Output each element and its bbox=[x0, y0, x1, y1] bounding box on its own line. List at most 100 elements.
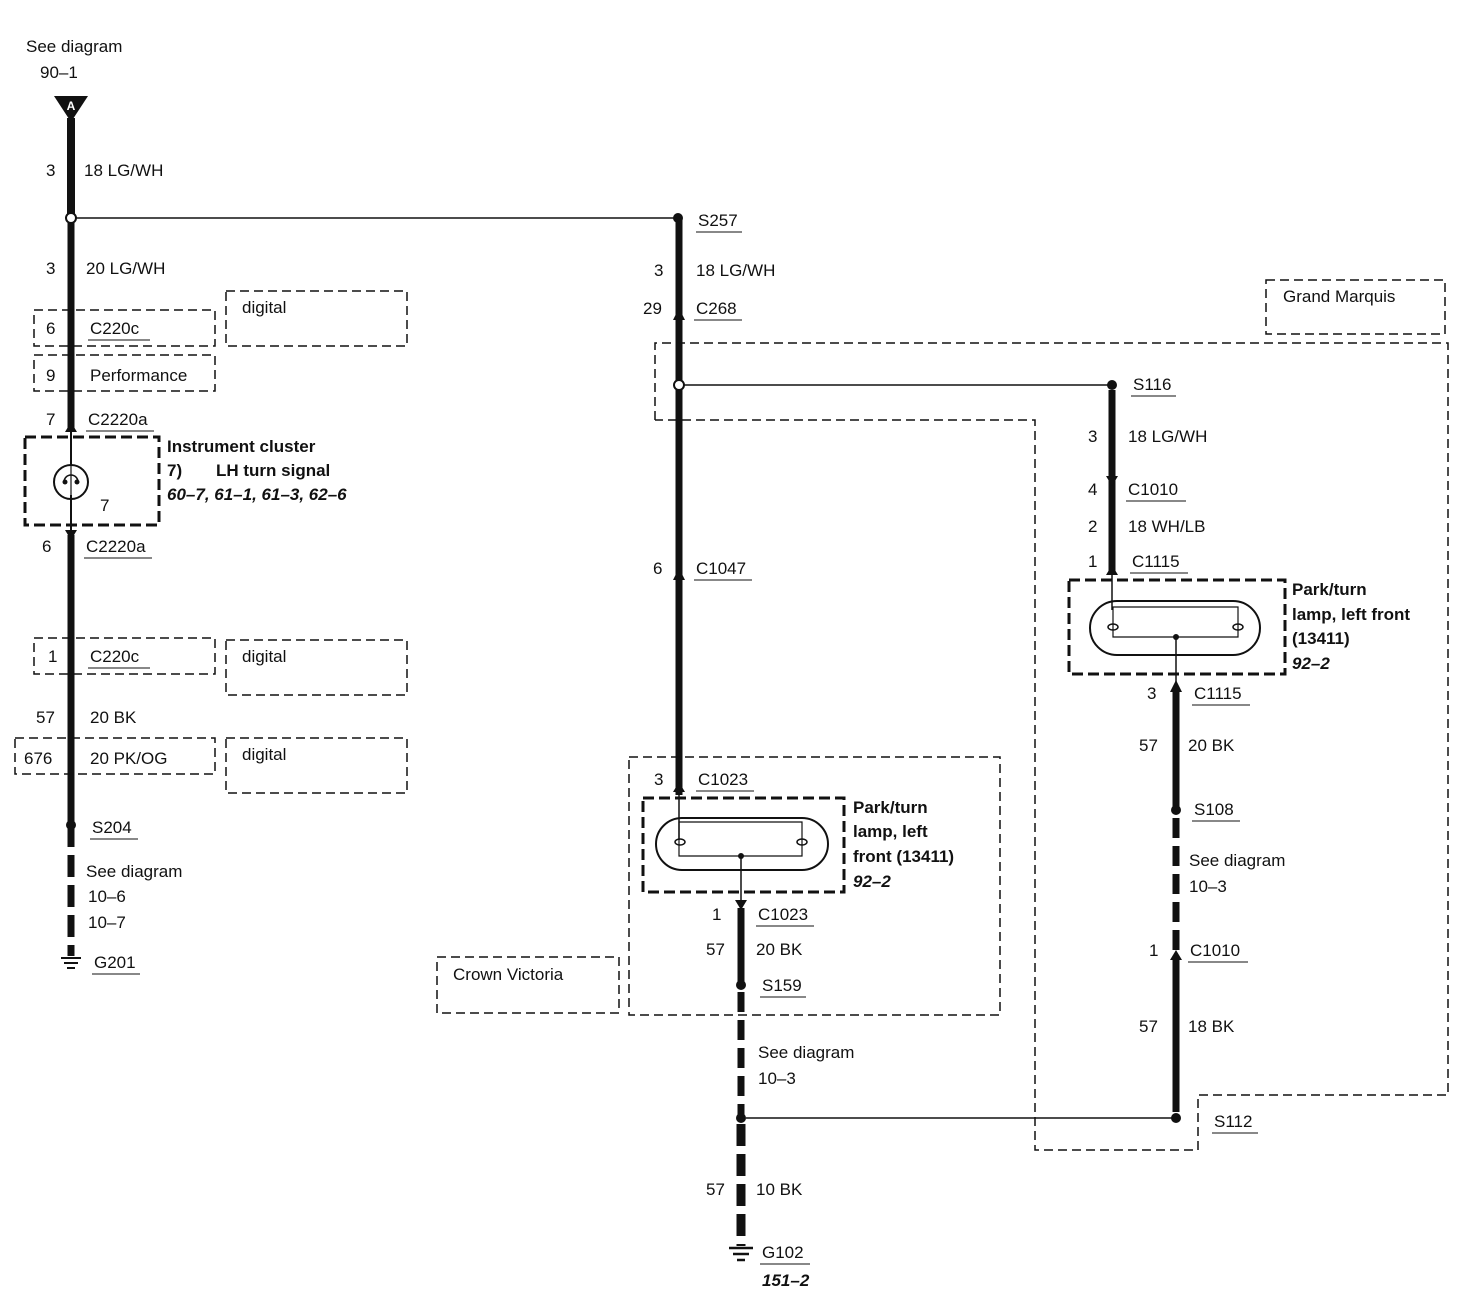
splice-s108: S108 bbox=[1194, 800, 1234, 819]
pin-7-left: 7 bbox=[46, 410, 55, 429]
crown-victoria-label: Crown Victoria bbox=[453, 965, 564, 984]
lamp-label-right-2: lamp, left front bbox=[1292, 605, 1410, 624]
ground-g102-ref: 151–2 bbox=[762, 1271, 810, 1290]
cluster-function: LH turn signal bbox=[216, 461, 330, 480]
pin-57-middle: 57 bbox=[706, 940, 725, 959]
ground-icon-g102 bbox=[729, 1246, 753, 1262]
wire-label-18-lgwh-right: 18 LG/WH bbox=[1128, 427, 1207, 446]
left-circuit: A S bbox=[14, 37, 683, 975]
connector-c220c-b: C220c bbox=[90, 647, 140, 666]
connector-c2220a-top: C2220a bbox=[88, 410, 148, 429]
wire-label-18-whlb: 18 WH/LB bbox=[1128, 517, 1205, 536]
lamp-label-right-3: (13411) bbox=[1292, 629, 1350, 648]
wire-label-20-bk-right: 20 BK bbox=[1188, 736, 1235, 755]
ref-10-3-right: 10–3 bbox=[1189, 877, 1227, 896]
pin-1-left: 1 bbox=[48, 647, 57, 666]
connector-c1010-top: C1010 bbox=[1128, 480, 1178, 499]
connector-c2220a-bottom: C2220a bbox=[86, 537, 146, 556]
pin-6-left: 6 bbox=[46, 319, 55, 338]
pin-3-middle: 3 bbox=[654, 261, 663, 280]
lamp-label-right-1: Park/turn bbox=[1292, 580, 1367, 599]
performance-option-box bbox=[33, 354, 216, 392]
connector-c1023-bottom: C1023 bbox=[758, 905, 808, 924]
wire-label-18-lgwh-middle: 18 LG/WH bbox=[696, 261, 775, 280]
splice-dot-left bbox=[65, 212, 77, 224]
splice-s112: S112 bbox=[1214, 1112, 1252, 1131]
pin-1-middle: 1 bbox=[712, 905, 721, 924]
wire-label-18-bk-right: 18 BK bbox=[1188, 1017, 1235, 1036]
performance-label: Performance bbox=[90, 366, 187, 385]
lamp-label-middle-2: lamp, left bbox=[853, 822, 928, 841]
grand-marquis-label: Grand Marquis bbox=[1283, 287, 1395, 306]
pin-3-right: 3 bbox=[1088, 427, 1097, 446]
pin-57-left: 57 bbox=[36, 708, 55, 727]
see-diagram-right: See diagram bbox=[1189, 851, 1285, 870]
digital-label-1: digital bbox=[242, 298, 286, 317]
pin-3b-right: 3 bbox=[1147, 684, 1156, 703]
park-turn-lamp-box-right bbox=[1067, 578, 1287, 676]
ground-icon-g201 bbox=[61, 957, 81, 969]
lamp-ref-right: 92–2 bbox=[1292, 654, 1330, 673]
see-diagram-top: See diagram bbox=[26, 37, 122, 56]
pin-1b-right: 1 bbox=[1149, 941, 1158, 960]
splice-s159: S159 bbox=[762, 976, 802, 995]
pin-6b-left: 6 bbox=[42, 537, 51, 556]
pin-2-right: 2 bbox=[1088, 517, 1097, 536]
connector-c220c: C220c bbox=[90, 319, 140, 338]
connector-c1115-bottom: C1115 bbox=[1194, 684, 1242, 703]
splice-s257: S257 bbox=[698, 211, 738, 230]
connector-a-marker bbox=[54, 96, 88, 122]
connector-c268: C268 bbox=[696, 299, 737, 318]
ref-10-3-middle: 10–3 bbox=[758, 1069, 796, 1088]
lamp-label-middle-3: front (13411) bbox=[853, 847, 954, 866]
splice-s204: S204 bbox=[92, 818, 132, 837]
see-diagram-left-bottom: See diagram bbox=[86, 862, 182, 881]
grand-marquis-label-box bbox=[1265, 279, 1446, 335]
connector-c1115-top: C1115 bbox=[1132, 552, 1180, 571]
digital-option-box-2 bbox=[225, 639, 408, 696]
ground-g201: G201 bbox=[94, 953, 136, 972]
lamp-label-middle-1: Park/turn bbox=[853, 798, 928, 817]
wire-label-20-bk-middle: 20 BK bbox=[756, 940, 803, 959]
ref-10-7: 10–7 bbox=[88, 913, 126, 932]
pin-676-left: 676 bbox=[24, 749, 52, 768]
connector-c1023-top: C1023 bbox=[698, 770, 748, 789]
ground-g102: G102 bbox=[762, 1243, 804, 1262]
connector-c1010-bottom: C1010 bbox=[1190, 941, 1240, 960]
crown-victoria-enclosure bbox=[628, 756, 1001, 1016]
cluster-title: Instrument cluster bbox=[167, 437, 316, 456]
digital-label-3: digital bbox=[242, 745, 286, 764]
pin-3b-middle: 3 bbox=[654, 770, 663, 789]
park-turn-lamp-box-middle bbox=[641, 796, 846, 894]
pin-3-left: 3 bbox=[46, 161, 55, 180]
digital-option-box-3 bbox=[225, 737, 408, 794]
wire-label-18-lgwh: 18 LG/WH bbox=[84, 161, 163, 180]
crown-victoria-label-box bbox=[436, 956, 620, 1014]
pin-57b-middle: 57 bbox=[706, 1180, 725, 1199]
see-diagram-top-ref: 90–1 bbox=[40, 63, 78, 82]
cluster-pin: 7) bbox=[167, 461, 182, 480]
pin-9-left: 9 bbox=[46, 366, 55, 385]
connector-a-label: A bbox=[67, 99, 76, 113]
park-turn-lamp-icon-middle bbox=[655, 817, 829, 871]
cluster-refs: 60–7, 61–1, 61–3, 62–6 bbox=[167, 485, 347, 504]
pin-3b-left: 3 bbox=[46, 259, 55, 278]
park-turn-lamp-icon-right bbox=[1089, 600, 1261, 656]
digital-label-2: digital bbox=[242, 647, 286, 666]
wire-label-10-bk: 10 BK bbox=[756, 1180, 803, 1199]
wire-label-20-bk: 20 BK bbox=[90, 708, 137, 727]
wire-label-20-lgwh: 20 LG/WH bbox=[86, 259, 165, 278]
middle-circuit: S257 3 18 LG/WH 29 C268 6 C1047 3 C1023 … bbox=[436, 211, 1449, 1290]
splice-s116: S116 bbox=[1133, 375, 1171, 394]
instrument-cluster-box bbox=[23, 435, 161, 527]
lamp-ref-middle: 92–2 bbox=[853, 872, 891, 891]
c220c-option-box-2 bbox=[33, 637, 216, 675]
bulb-pin: 7 bbox=[100, 496, 109, 515]
pin-29-middle: 29 bbox=[643, 299, 662, 318]
pin-57b-right: 57 bbox=[1139, 1017, 1158, 1036]
pin-57-right: 57 bbox=[1139, 736, 1158, 755]
connector-c1047: C1047 bbox=[696, 559, 746, 578]
ref-10-6: 10–6 bbox=[88, 887, 126, 906]
pin-1-right: 1 bbox=[1088, 552, 1097, 571]
